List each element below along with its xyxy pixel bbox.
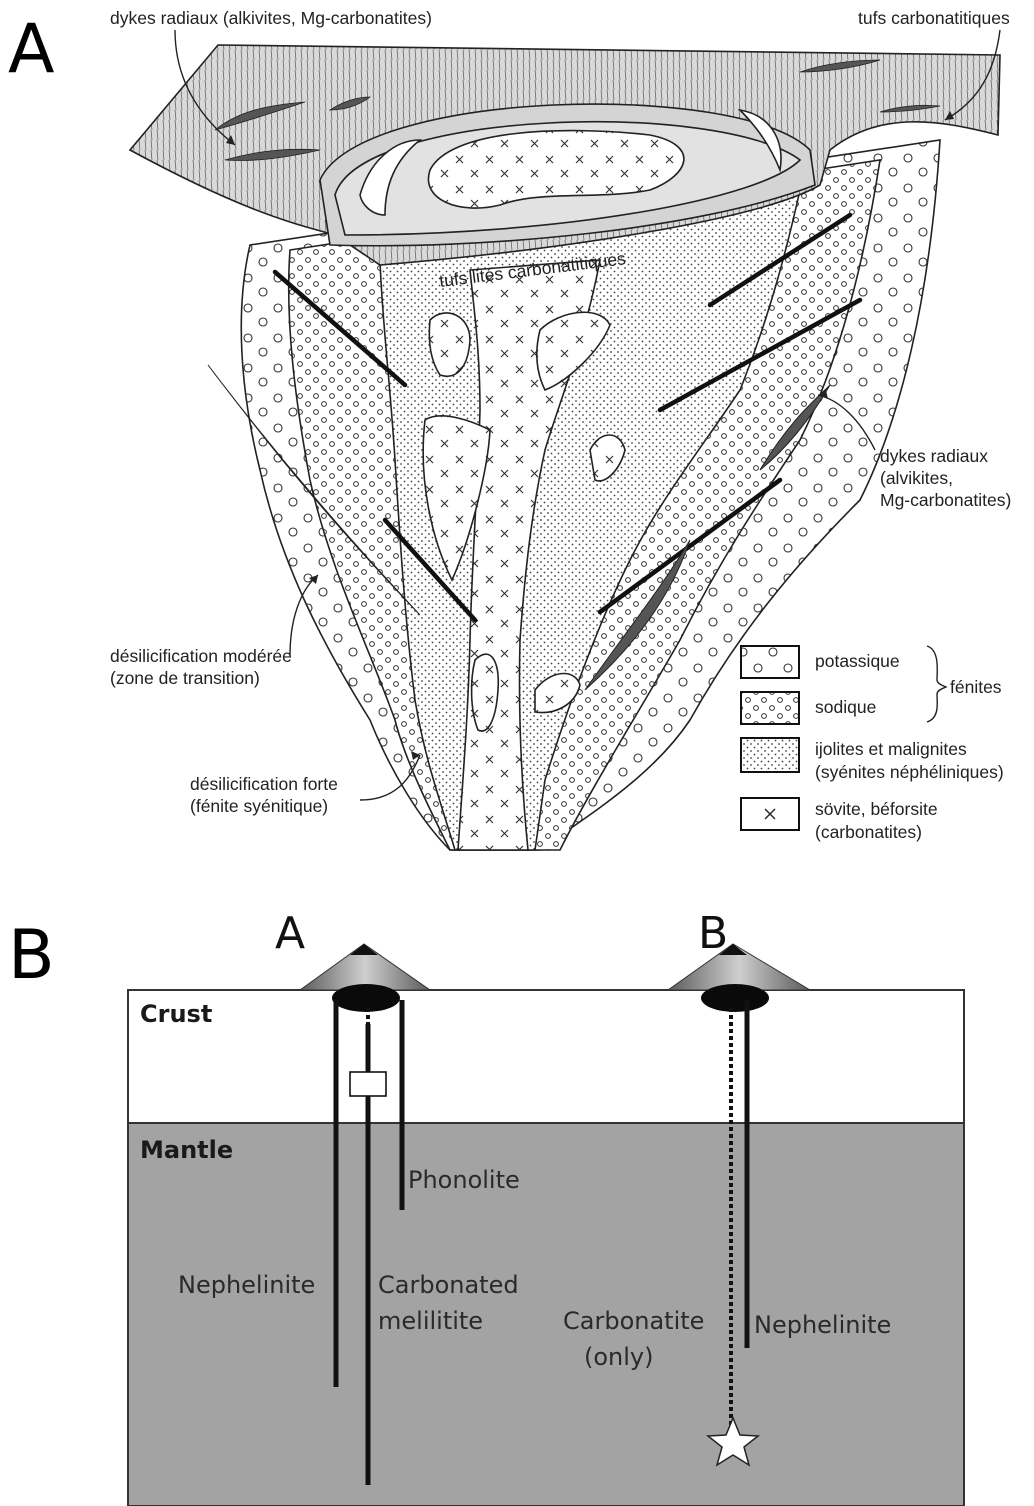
site-a-letter: A [275,908,305,959]
legend-group-fenites: fénites [950,677,1002,697]
label-desil-forte: désilicification forte (fénite syénitiqu… [190,774,343,816]
panel-a-letter: A [8,10,55,89]
legend-swatch-potassique [741,646,799,678]
magma-chamber-b [701,984,769,1012]
label-desil-moderee: désilicification modérée (zone de transi… [110,646,297,688]
mantle-label: Mantle [140,1136,233,1164]
label-nephelinite-a: Nephelinite [178,1271,315,1299]
legend-label-potassique: potassique [815,651,900,671]
crust-label: Crust [140,1000,212,1028]
legend-label-ijolites: ijolites et malignites (syénites néphéli… [815,739,1004,782]
legend-swatch-sodique [741,692,799,724]
panel-a: A [8,8,1011,850]
legend-swatch-ijolites [741,738,799,772]
label-phonolite: Phonolite [408,1166,520,1194]
label-tufs-top-right: tufs carbonatitiques [858,8,1010,28]
label-dykes-top-left: dykes radiaux (alkivites, Mg-carbonatite… [110,8,432,28]
legend-label-sodique: sodique [815,697,876,717]
crust-layer [128,990,964,1123]
magma-chamber-a [332,984,400,1012]
label-dykes-right: dykes radiaux (alvikites, Mg-carbonatite… [880,446,1011,510]
volcano-summit-a [350,944,378,955]
legend: potassique sodique fénites ijolites et m… [741,646,1004,842]
panel-b-letter: B [8,916,55,995]
panel-b: B Crust Mantle A B Phonolite [8,908,964,1506]
stalled-box [350,1072,386,1096]
legend-brace [927,646,946,722]
legend-label-sovite: sövite, béforsite (carbonatites) [815,799,942,842]
label-nephelinite-b: Nephelinite [754,1311,891,1339]
